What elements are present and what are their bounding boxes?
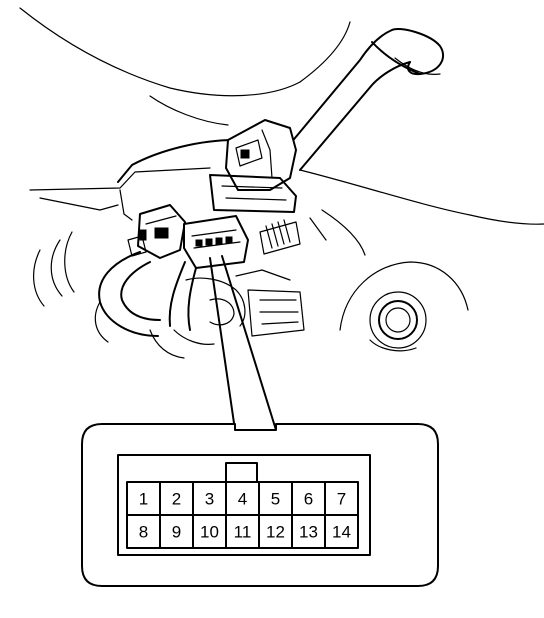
connector-face: 1 2 3 4 5 6 7 8 9 10 11 12 13 14 — [117, 454, 371, 556]
round-knob — [339, 261, 469, 352]
pin-7: 7 — [337, 490, 346, 509]
pin-10: 10 — [200, 523, 219, 542]
wire-harness — [33, 231, 215, 359]
pin-8: 8 — [139, 523, 148, 542]
dashboard-outline — [19, 7, 544, 256]
connector-lock-tab — [225, 462, 258, 483]
pin-1: 1 — [139, 490, 148, 509]
pin-11: 11 — [234, 523, 252, 542]
turn-signal-stalk — [284, 28, 445, 171]
pin-6: 6 — [304, 490, 313, 509]
combination-switch-assembly — [127, 119, 305, 337]
pin-5: 5 — [271, 490, 280, 509]
callout-leader-lines — [209, 255, 277, 431]
pin-4: 4 — [238, 490, 247, 509]
pin-2: 2 — [172, 490, 181, 509]
pin-13: 13 — [299, 523, 318, 542]
pin-3: 3 — [205, 490, 214, 509]
pin-9: 9 — [172, 523, 181, 542]
pin-14: 14 — [332, 523, 351, 542]
pin-12: 12 — [266, 523, 285, 542]
